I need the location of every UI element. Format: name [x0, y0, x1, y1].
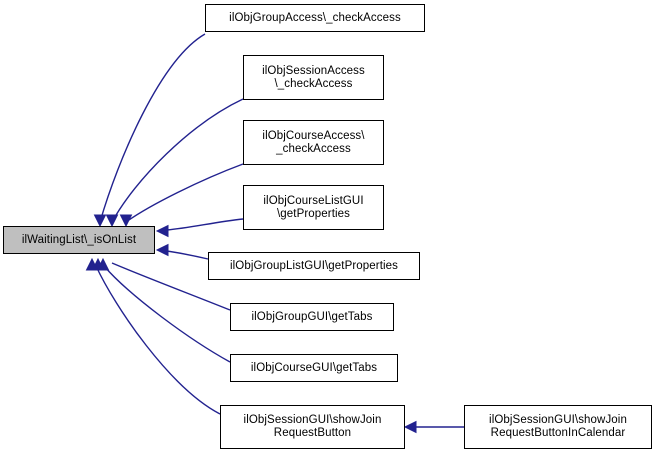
graph-node-il-obj-session-gui-show-join-request-button-in-calendar[interactable]: ilObjSessionGUI\showJoin RequestButtonIn…	[464, 405, 652, 449]
graph-node-label: ilObjGroupListGUI\getProperties	[229, 259, 398, 272]
graph-node-label: ilObjCourseListGUI \getProperties	[263, 194, 364, 220]
graph-node-il-obj-course-list-gui-get-properties[interactable]: ilObjCourseListGUI \getProperties	[243, 185, 384, 230]
graph-node-label: ilObjCourseGUI\getTabs	[250, 361, 378, 374]
graph-node-label: ilObjSessionAccess \_checkAccess	[262, 64, 365, 90]
graph-node-label: ilWaitingList\_isOnList	[21, 233, 137, 246]
graph-node-il-obj-group-list-gui-get-properties[interactable]: ilObjGroupListGUI\getProperties	[208, 252, 420, 280]
graph-node-label: ilObjSessionGUI\showJoin RequestButtonIn…	[489, 414, 627, 439]
graph-node-label: ilObjGroupAccess\_checkAccess	[229, 11, 401, 24]
graph-node-il-obj-session-access-check-access[interactable]: ilObjSessionAccess \_checkAccess	[243, 55, 384, 100]
graph-node-label: ilObjCourseAccess\ _checkAccess	[262, 129, 365, 155]
graph-node-root[interactable]: ilWaitingList\_isOnList	[3, 226, 155, 254]
graph-node-il-obj-session-gui-show-join-request-button[interactable]: ilObjSessionGUI\showJoin RequestButton	[220, 405, 405, 449]
graph-node-il-obj-course-access-check-access[interactable]: ilObjCourseAccess\ _checkAccess	[243, 120, 384, 165]
graph-node-il-obj-group-access-check-access[interactable]: ilObjGroupAccess\_checkAccess	[205, 4, 425, 32]
graph-node-label: ilObjSessionGUI\showJoin RequestButton	[243, 414, 382, 439]
graph-node-il-obj-course-gui-get-tabs[interactable]: ilObjCourseGUI\getTabs	[230, 354, 398, 382]
graph-node-il-obj-group-gui-get-tabs[interactable]: ilObjGroupGUI\getTabs	[230, 303, 394, 331]
graph-node-label: ilObjGroupGUI\getTabs	[251, 310, 373, 323]
